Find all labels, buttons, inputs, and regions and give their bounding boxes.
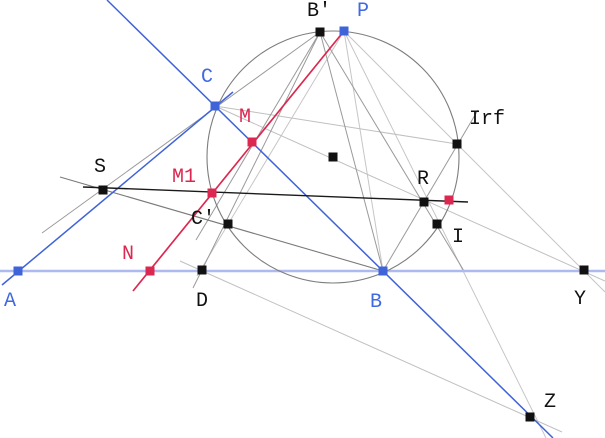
point-I[interactable] xyxy=(432,219,442,229)
label-S: S xyxy=(94,156,106,179)
point-A[interactable] xyxy=(13,266,23,276)
line-Bp-R-I xyxy=(319,31,465,272)
line-P-I-Z xyxy=(343,30,547,438)
line-P-Irf-Y xyxy=(343,30,605,293)
line-S-M1-R xyxy=(82,186,469,203)
line-Bp-B xyxy=(319,31,384,272)
label-Irf: Irf xyxy=(469,108,505,131)
line-N-M1-M-P xyxy=(132,30,345,292)
point-M[interactable] xyxy=(247,137,257,147)
label-P: P xyxy=(357,0,369,23)
point-M1[interactable] xyxy=(207,188,217,198)
label-Bprime: B' xyxy=(307,0,331,23)
circumcircle-circle xyxy=(206,30,460,284)
point-Y[interactable] xyxy=(579,265,589,275)
point-N[interactable] xyxy=(145,266,155,276)
label-D: D xyxy=(196,290,208,313)
point-Irf[interactable] xyxy=(452,139,462,149)
point-P[interactable] xyxy=(339,26,349,36)
line-B-R-Irf xyxy=(382,109,479,272)
point-center[interactable] xyxy=(328,152,338,162)
label-A: A xyxy=(4,290,16,313)
point-Cprime[interactable] xyxy=(223,219,233,229)
point-S[interactable] xyxy=(98,185,108,195)
point-C[interactable] xyxy=(210,101,220,111)
label-M: M xyxy=(239,106,251,129)
label-Z: Z xyxy=(544,391,556,414)
label-I: I xyxy=(452,226,464,249)
label-C: C xyxy=(201,66,213,89)
point-R[interactable] xyxy=(419,197,429,207)
line-P-Cp-D xyxy=(196,30,345,277)
point-D[interactable] xyxy=(197,265,207,275)
line-Bp-S xyxy=(41,31,321,234)
line-Bp-Cp-D xyxy=(192,31,321,289)
label-N: N xyxy=(122,243,134,266)
line-D-Z xyxy=(179,260,563,433)
line-C-O-R-Y xyxy=(214,105,605,282)
line-C-Irf xyxy=(214,105,458,145)
point-red-pt[interactable] xyxy=(444,195,454,205)
line-S-Cp-B xyxy=(59,176,384,272)
label-R: R xyxy=(417,168,429,191)
label-Cprime: C' xyxy=(191,208,215,231)
label-B: B xyxy=(370,291,382,314)
point-Z[interactable] xyxy=(525,412,535,422)
label-M1: M1 xyxy=(172,166,196,189)
line-C-B-Z xyxy=(106,0,554,438)
point-B[interactable] xyxy=(378,266,388,276)
label-Y: Y xyxy=(574,288,586,311)
point-Bprime[interactable] xyxy=(315,27,325,37)
line-P-B xyxy=(343,30,384,272)
